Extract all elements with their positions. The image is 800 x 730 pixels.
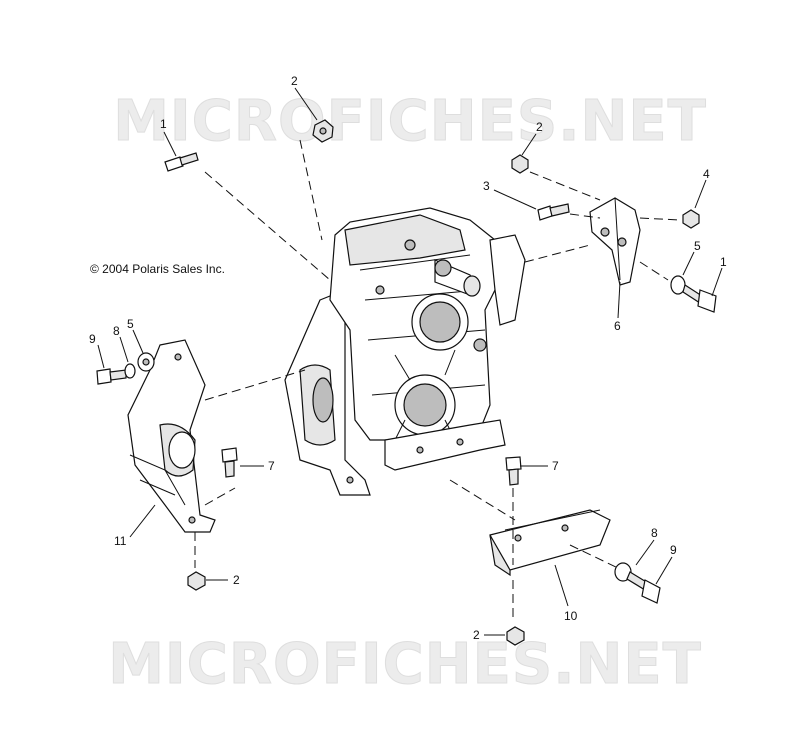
right-bracket xyxy=(589,197,641,286)
callout-1-bolt-right: 1 xyxy=(720,255,727,269)
callout-3-bolt: 3 xyxy=(483,179,490,193)
callouts: 1 2 2 3 4 5 1 6 9 8 5 7 7 11 8 9 2 10 2 xyxy=(89,74,727,642)
callout-8-washer-lower: 8 xyxy=(651,526,658,540)
callout-2-nut-right: 2 xyxy=(536,120,543,134)
left-bracket xyxy=(127,339,216,533)
callout-9-bolt-lower: 9 xyxy=(670,543,677,557)
gearcase xyxy=(284,207,526,496)
copyright-text: © 2004 Polaris Sales Inc. xyxy=(90,262,225,276)
watermark-top: MICROFICHES.NET xyxy=(113,89,707,154)
callout-6-right-bracket: 6 xyxy=(614,319,621,333)
watermark-bottom: MICROFICHES.NET xyxy=(108,632,702,697)
callout-4-nut: 4 xyxy=(703,167,710,181)
callout-2-nut-top: 2 xyxy=(291,74,298,88)
assembly-lines xyxy=(194,139,681,622)
callout-5-washer-right: 5 xyxy=(694,239,701,253)
callout-10-lower-bracket: 10 xyxy=(564,609,578,623)
callout-9-bolt-left: 9 xyxy=(89,332,96,346)
leader-lines xyxy=(97,87,723,636)
callout-2-nut-bottom: 2 xyxy=(473,628,480,642)
callout-8-washer-left: 8 xyxy=(113,324,120,338)
callout-7-bolt-left: 7 xyxy=(268,459,275,473)
fasteners xyxy=(96,119,717,646)
callout-1-bolt: 1 xyxy=(160,117,167,131)
callout-7-bolt-center: 7 xyxy=(552,459,559,473)
lower-bracket xyxy=(489,509,611,577)
callout-5-washer-left: 5 xyxy=(127,317,134,331)
callout-2-nut-lower-left: 2 xyxy=(233,573,240,587)
callout-11-left-bracket: 11 xyxy=(114,534,127,548)
